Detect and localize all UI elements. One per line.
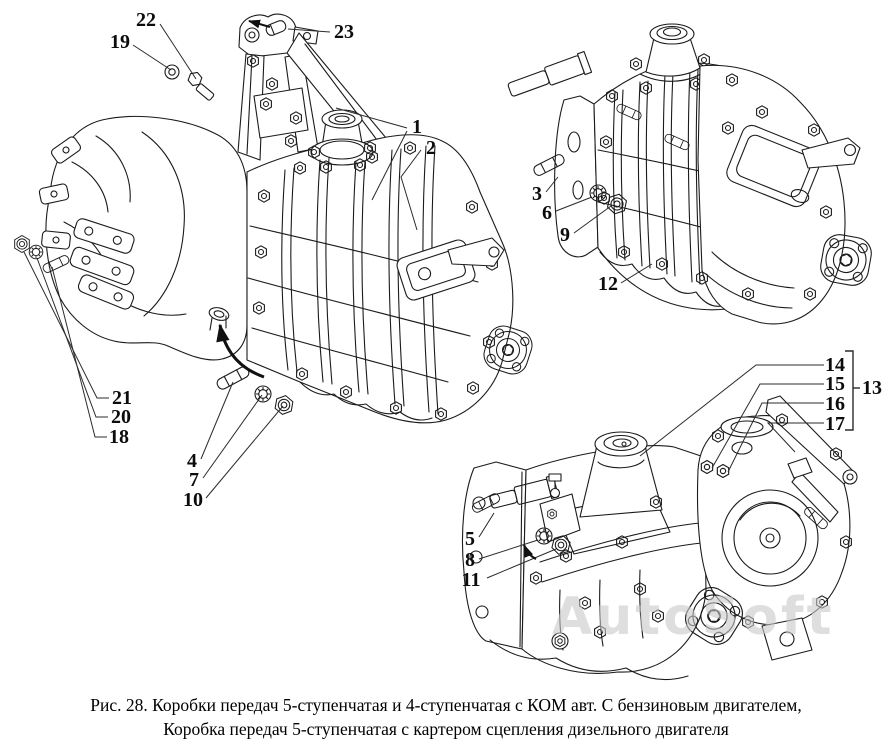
gearbox-5speed-petrol-view xyxy=(14,13,537,424)
callout-label-6: 6 xyxy=(542,202,552,224)
callout-label-3: 3 xyxy=(532,183,542,205)
figure-caption-line1: Рис. 28. Коробки передач 5-ступенчатая и… xyxy=(90,695,802,715)
callout-label-18: 18 xyxy=(109,426,129,448)
callout-label-1: 1 xyxy=(412,116,422,138)
pointer-arrow-1 xyxy=(216,323,265,379)
pointer-arrow-3 xyxy=(522,543,537,560)
callout-label-9: 9 xyxy=(560,224,570,246)
callout-leader-20 xyxy=(36,257,108,418)
callout-leader-16 xyxy=(727,402,824,473)
callout-label-2: 2 xyxy=(426,137,436,159)
callout-leader-21 xyxy=(23,251,109,399)
callout-label-19: 19 xyxy=(110,31,130,53)
callout-leader-19 xyxy=(132,44,172,71)
callout-label-7: 7 xyxy=(189,469,199,491)
callout-leader-17 xyxy=(766,422,824,453)
callout-label-10: 10 xyxy=(183,489,203,511)
figure-caption-line2: Коробка передач 5-ступенчатая с картером… xyxy=(163,719,729,739)
callout-label-23: 23 xyxy=(334,21,354,43)
callout-leader-10 xyxy=(205,405,284,499)
callout-label-12: 12 xyxy=(598,273,618,295)
callout-leader-6 xyxy=(555,196,593,212)
callout-leader-1 xyxy=(335,107,408,129)
callout-leader-14 xyxy=(639,364,824,457)
callout-leader-12 xyxy=(620,263,653,284)
callout-leader-15 xyxy=(711,383,824,469)
callout-label-4: 4 xyxy=(187,450,197,472)
callout-label-21: 21 xyxy=(112,387,132,409)
callout-leader-11 xyxy=(486,548,557,579)
gearbox-5speed-diesel-view xyxy=(461,395,858,681)
callout-label-16: 16 xyxy=(825,393,845,415)
callout-leader-9 xyxy=(573,205,612,234)
callout-leader-2 xyxy=(400,149,422,231)
callout-label-11: 11 xyxy=(462,569,481,591)
pointer-arrow-2 xyxy=(248,19,271,29)
callout-leader-7 xyxy=(202,394,263,479)
gearbox-4speed-kom-view xyxy=(507,23,875,325)
callout-leader-8 xyxy=(478,539,539,560)
callout-label-20: 20 xyxy=(111,406,131,428)
callout-leader-23 xyxy=(287,28,331,33)
callout-label-14: 14 xyxy=(825,354,845,376)
callout-group-bracket xyxy=(845,350,854,431)
callout-label-17: 17 xyxy=(825,413,845,435)
callout-leader-1 xyxy=(371,130,408,201)
callout-leader-22 xyxy=(159,23,197,80)
callout-leader-18 xyxy=(51,266,107,438)
callout-label-15: 15 xyxy=(825,373,845,395)
callout-leader-4 xyxy=(200,381,234,460)
callout-label-5: 5 xyxy=(465,528,475,550)
callout-leader-5 xyxy=(478,512,495,538)
callout-leader-3 xyxy=(545,176,559,193)
callout-label-8: 8 xyxy=(465,549,475,571)
watermark-text: AutoSoft xyxy=(552,587,835,647)
callout-label-13: 13 xyxy=(862,377,882,399)
callout-label-22: 22 xyxy=(136,9,156,31)
